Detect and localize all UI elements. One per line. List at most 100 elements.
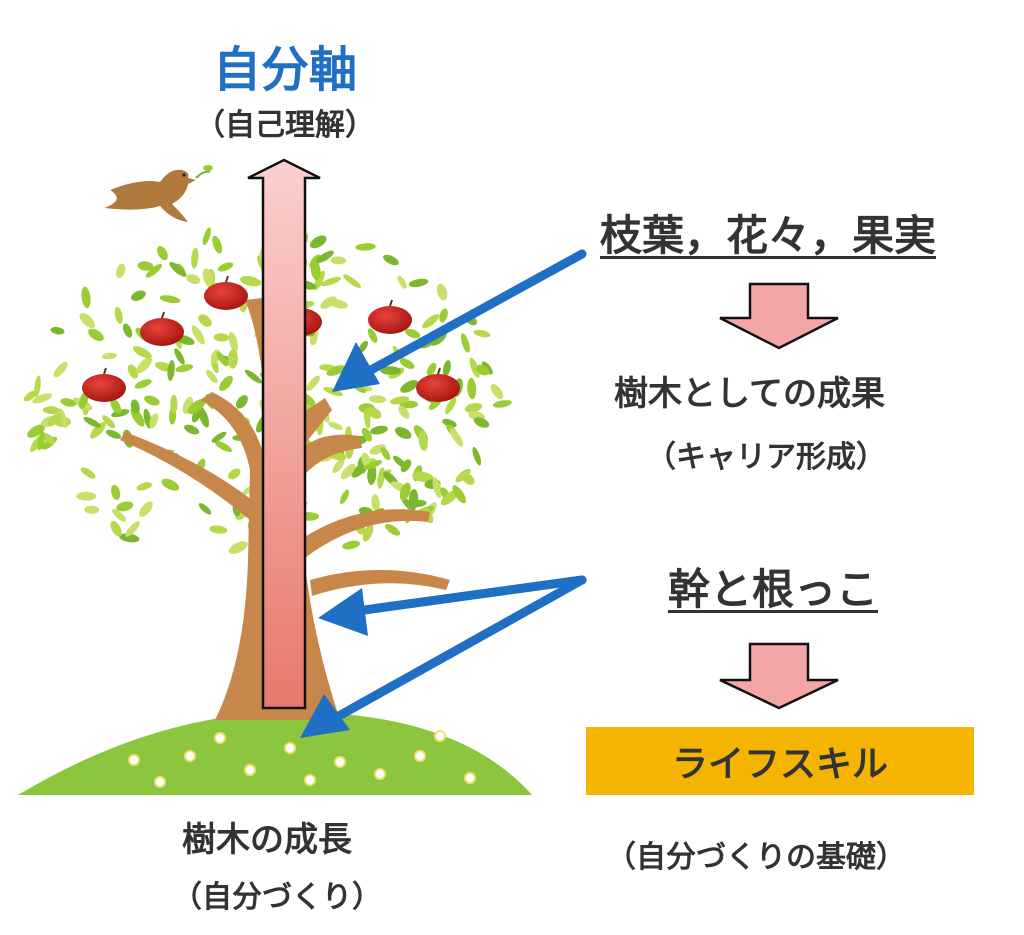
leaf [125,521,140,537]
flower [244,764,256,776]
leaf [213,333,230,342]
leaf [358,340,368,354]
apple [82,367,126,402]
leaf [439,308,448,323]
leaf [136,482,153,491]
apple [140,311,184,346]
flower [214,732,226,744]
fruits-result: 樹木としての成果 [614,374,885,414]
roots-result-sub: （自分づくりの基礎） [606,840,906,875]
leaf [114,306,123,324]
leaf [198,406,210,428]
down-arrow-lower [719,642,839,710]
leaf [442,360,451,377]
leaf [134,379,152,389]
leaf [399,358,415,369]
leaf [408,499,427,508]
leaf [27,424,45,438]
leaf [111,484,121,500]
life-skill-box: ライフスキル [586,727,974,795]
leaf [149,413,159,429]
leaf [167,360,175,381]
pointer-arrows [323,249,587,727]
leaf [400,380,419,393]
leaf [355,243,376,251]
down-arrow-upper [719,282,839,350]
leaf [202,227,211,246]
leaf [219,375,233,391]
leaf [310,259,321,281]
leaf [339,489,350,504]
leaf [228,541,248,554]
leaf [139,501,153,517]
leaf [110,398,122,414]
leaf [369,395,387,404]
tree-branch-right-low [310,570,450,596]
leaf [244,369,262,384]
flower [128,754,140,766]
leaf [127,364,139,379]
leaf [464,402,483,413]
self-axis-subtitle: （自己理解） [195,108,375,143]
leaf [370,425,388,435]
leaf [310,235,327,249]
leaf [101,352,118,360]
leaf [80,467,96,479]
leaf [473,329,491,338]
leaf [198,314,212,327]
life-skill-label: ライフスキル [671,744,888,785]
apple [368,299,412,334]
leaf [460,472,475,485]
leaf [492,400,512,408]
leaf [112,508,127,522]
leaf [110,520,122,537]
leaf [105,429,122,439]
leaf [174,348,185,365]
leaf [32,393,53,404]
leaf [144,395,160,406]
leaf [418,430,428,451]
leaf [361,427,372,442]
leaf [137,261,154,271]
leaf [47,413,62,427]
leaf [186,274,201,285]
pointer-arrowheads [300,342,380,738]
leaf [394,426,412,440]
leaf [76,491,97,501]
leaf [380,447,391,461]
arrowhead-canopy [332,342,380,392]
bird-icon [104,165,213,222]
leaf [397,275,407,289]
leaf [136,357,152,374]
leaf [131,290,146,301]
leaf [440,490,459,506]
leaf [205,369,218,384]
self-axis-arrow [247,158,321,710]
apple [204,275,248,310]
leaf [363,407,371,429]
leaf [476,364,490,376]
tree-apples [82,275,460,402]
leaf [380,366,402,375]
ground-flowers [128,730,476,788]
leaf [211,431,227,443]
leaf [442,418,457,428]
leaf [445,397,457,415]
leaf [227,349,238,369]
leaf [399,482,411,501]
tree-caption-title: 樹木の成長 [182,820,352,860]
leaf [53,361,68,378]
leaf [161,478,180,491]
leaf [362,524,374,542]
leaf [81,286,91,309]
leaf [50,326,65,335]
tree-branch-right [300,509,430,560]
leaf [212,235,223,254]
leaf [472,446,482,466]
leaf [60,398,77,407]
leaf [328,421,343,431]
leaf [184,424,200,435]
leaf [198,503,212,515]
pointer-arrow-roots [323,575,587,727]
